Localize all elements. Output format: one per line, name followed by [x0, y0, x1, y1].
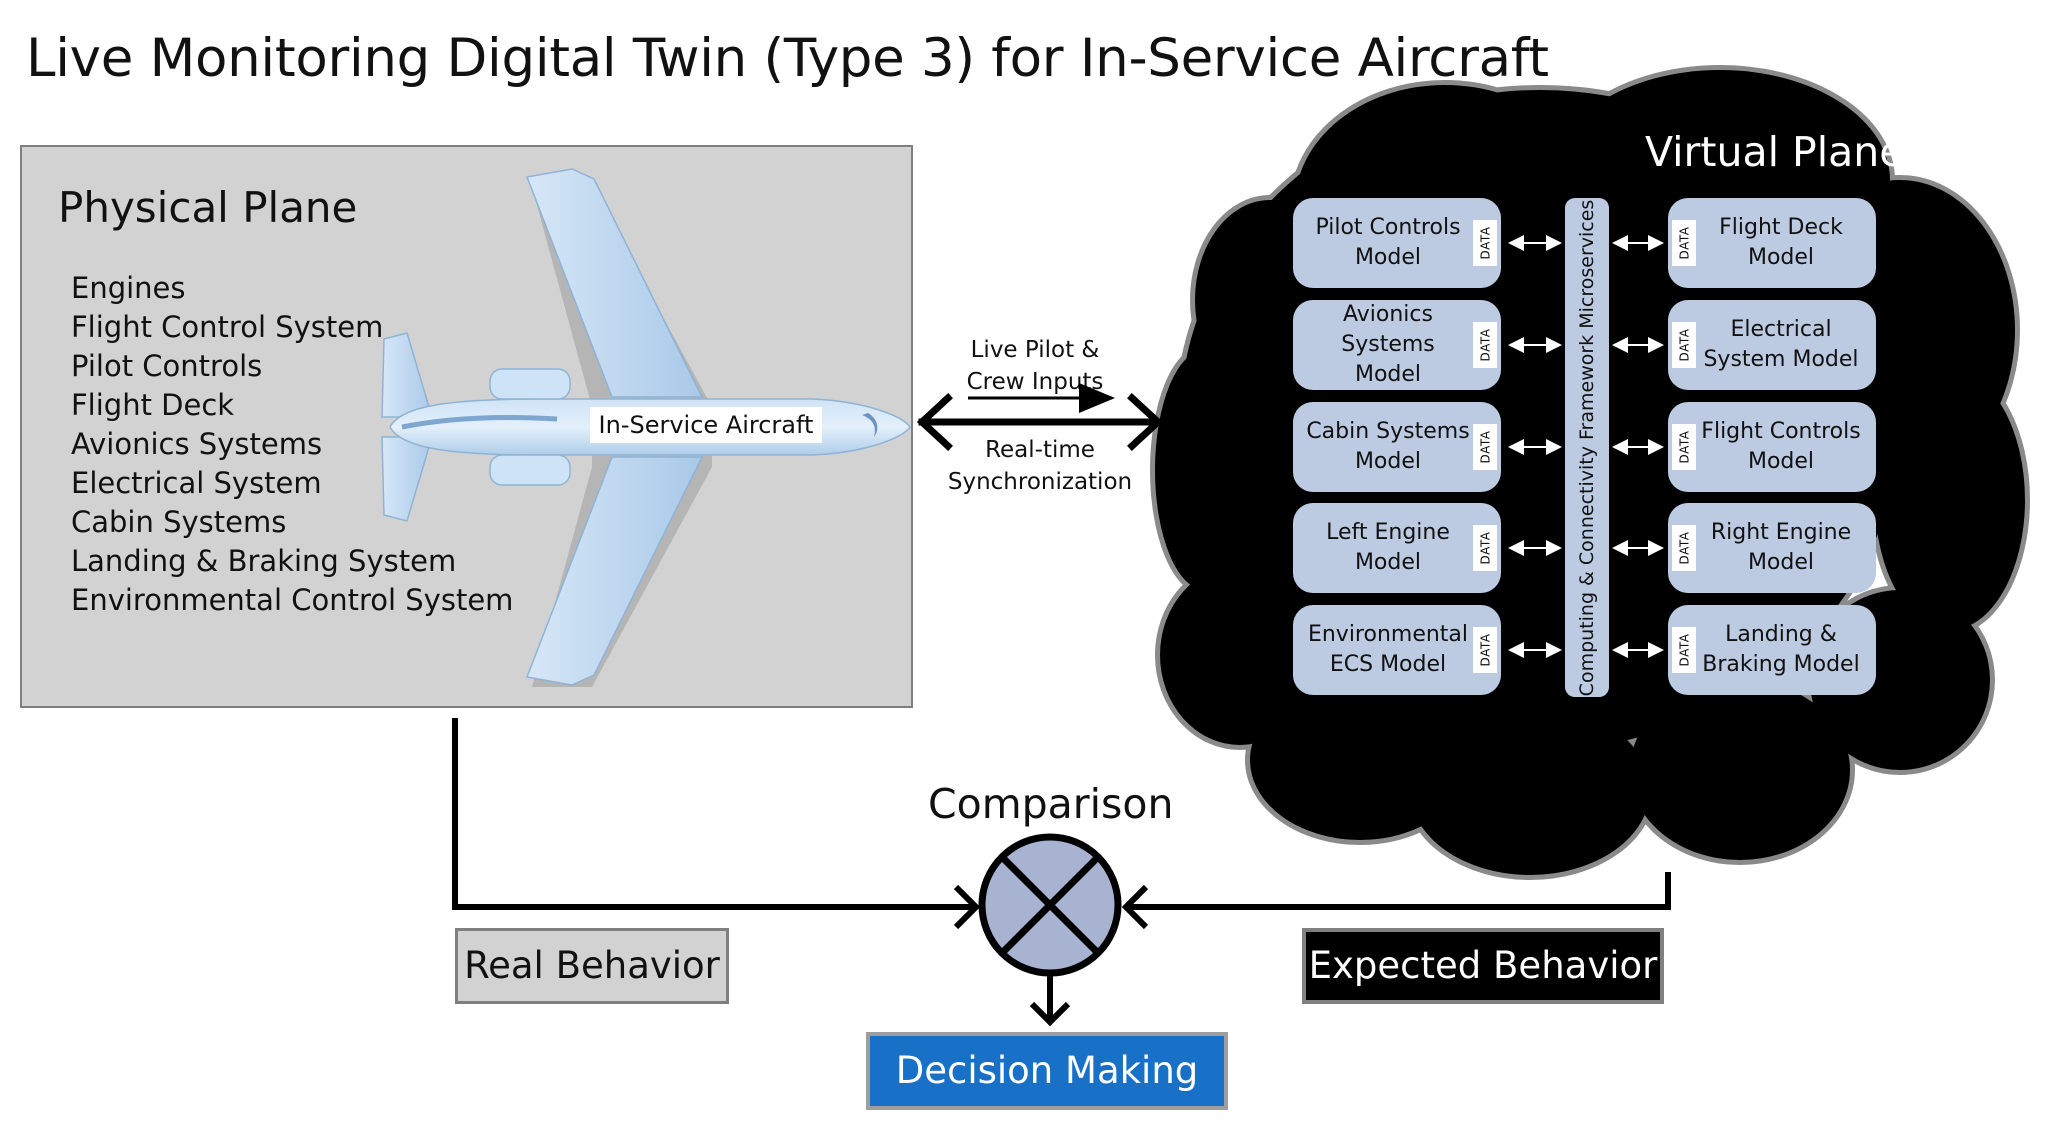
link-upper-label: Live Pilot & Crew Inputs — [966, 337, 1104, 395]
data-tag: DATA — [1672, 627, 1696, 673]
link-lower-label: Real-time Synchronization — [947, 437, 1133, 495]
connectivity-bus: Computing & Connectivity Framework Micro… — [1565, 198, 1609, 697]
data-tag: DATA — [1672, 525, 1696, 571]
physical-systems-list: Engines Flight Control System Pilot Cont… — [71, 269, 513, 620]
diagram-title: Live Monitoring Digital Twin (Type 3) fo… — [26, 28, 1549, 89]
list-item: Cabin Systems — [71, 505, 287, 539]
bus-label: Computing & Connectivity Framework Micro… — [1576, 199, 1598, 696]
list-item: Flight Control System — [71, 310, 384, 344]
list-item: Landing & Braking System — [71, 544, 457, 578]
decision-making-box: Decision Making — [866, 1032, 1228, 1110]
aircraft-wing-lower — [525, 456, 704, 686]
data-tag: DATA — [1473, 424, 1497, 470]
list-item: Environmental Control System — [71, 583, 514, 617]
data-tag: DATA — [1672, 322, 1696, 368]
physical-plane-heading: Physical Plane — [58, 183, 358, 232]
landing-braking-model-box: DATA Landing &Braking Model — [1668, 605, 1876, 695]
aircraft-label: In-Service Aircraft — [590, 407, 822, 443]
data-tag: DATA — [1473, 627, 1497, 673]
list-item: Flight Deck — [71, 388, 235, 422]
comparison-label: Comparison — [928, 780, 1174, 828]
virtual-plane-heading: Virtual Plane — [1645, 128, 1905, 176]
data-tag: DATA — [1473, 525, 1497, 571]
real-behavior-box: Real Behavior — [455, 928, 729, 1004]
list-item: Engines — [71, 271, 186, 305]
aircraft-engine-upper — [489, 368, 571, 400]
expected-behavior-box: Expected Behavior — [1302, 928, 1664, 1004]
physical-plane-panel: Physical Plane Engines Flight Control Sy… — [20, 145, 913, 708]
list-item: Pilot Controls — [71, 349, 263, 383]
aircraft-wing-upper — [525, 168, 704, 398]
aircraft-engine-lower — [489, 454, 571, 486]
data-tag: DATA — [1473, 322, 1497, 368]
data-tag: DATA — [1473, 220, 1497, 266]
data-tag: DATA — [1672, 220, 1696, 266]
list-item: Electrical System — [71, 466, 322, 500]
data-tag: DATA — [1672, 424, 1696, 470]
list-item: Avionics Systems — [71, 427, 323, 461]
